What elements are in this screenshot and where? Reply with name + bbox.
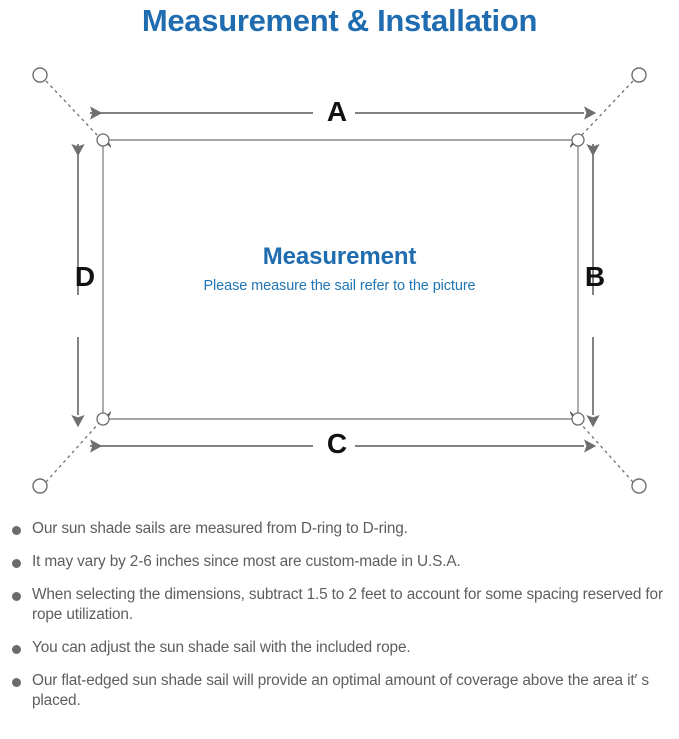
rope-lines bbox=[45, 80, 634, 483]
dimension-label-d: D bbox=[74, 261, 96, 292]
dimension-label-b: B bbox=[584, 261, 606, 292]
d-ring-bottom-right bbox=[570, 411, 585, 426]
rope-line-top-left bbox=[45, 80, 100, 138]
note-text: It may vary by 2-6 inches since most are… bbox=[32, 553, 461, 570]
rope-line-bottom-left bbox=[45, 422, 100, 483]
note-text: You can adjust the sun shade sail with t… bbox=[32, 639, 411, 656]
anchor-circle-top-right bbox=[631, 67, 647, 83]
d-ring-top-left bbox=[96, 133, 111, 148]
note-text: Our flat-edged sun shade sail will provi… bbox=[32, 672, 649, 709]
d-ring-bottom-left bbox=[96, 411, 111, 426]
measurement-diagram bbox=[32, 67, 647, 494]
shade-sail-body bbox=[102, 139, 579, 420]
note-text: Our sun shade sails are measured from D-… bbox=[32, 520, 408, 537]
dimension-label-c: C bbox=[326, 428, 348, 459]
measurement-subtitle: Please measure the sail refer to the pic… bbox=[203, 278, 476, 294]
bullet-icon bbox=[12, 678, 21, 687]
bullet-icon bbox=[12, 592, 21, 601]
d-rings bbox=[96, 133, 585, 426]
list-item: When selecting the dimensions, subtract … bbox=[0, 585, 679, 625]
rope-line-top-right bbox=[579, 80, 634, 138]
bullet-icon bbox=[12, 645, 21, 654]
notes-list: Our sun shade sails are measured from D-… bbox=[0, 519, 679, 724]
list-item: You can adjust the sun shade sail with t… bbox=[0, 638, 679, 658]
page-title: Measurement & Installation bbox=[141, 3, 538, 38]
measurement-heading: Measurement bbox=[262, 243, 417, 270]
rope-line-bottom-right bbox=[579, 422, 634, 483]
dimension-label-a: A bbox=[326, 96, 348, 127]
d-ring-top-right bbox=[570, 133, 585, 148]
anchor-circle-bottom-left bbox=[32, 478, 48, 494]
bullet-icon bbox=[12, 559, 21, 568]
anchor-circle-top-left bbox=[32, 67, 48, 83]
dimension-arrows bbox=[71, 106, 600, 453]
anchor-circle-bottom-right bbox=[631, 478, 647, 494]
list-item: Our sun shade sails are measured from D-… bbox=[0, 519, 679, 539]
note-text: When selecting the dimensions, subtract … bbox=[32, 586, 663, 623]
anchor-points bbox=[32, 67, 647, 494]
list-item: It may vary by 2-6 inches since most are… bbox=[0, 552, 679, 572]
bullet-icon bbox=[12, 526, 21, 535]
list-item: Our flat-edged sun shade sail will provi… bbox=[0, 671, 679, 711]
